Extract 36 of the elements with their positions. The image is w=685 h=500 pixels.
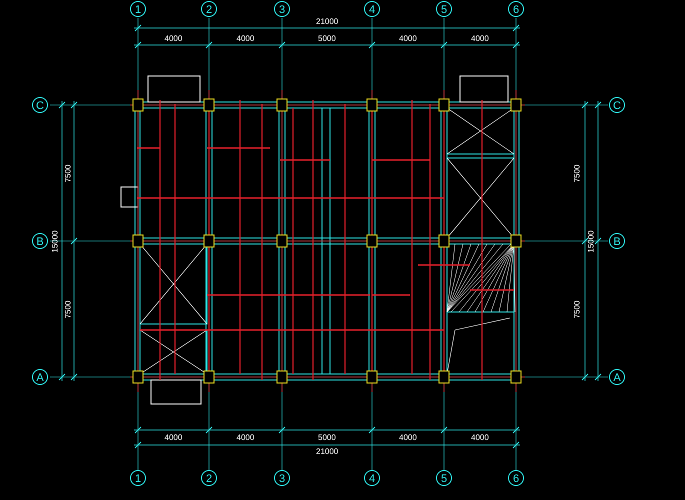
- dimension-value: 7500: [63, 300, 72, 318]
- axis-bubble: B: [32, 233, 48, 249]
- dimension-value: 21000: [316, 446, 338, 456]
- dimension-value: 7500: [572, 300, 582, 318]
- axis-bubble: 4: [364, 470, 380, 486]
- axis-bubble: B: [609, 233, 625, 249]
- axis-bubble: 2: [201, 470, 217, 486]
- axis-bubble: 6: [508, 1, 524, 17]
- dimension-value: 15000: [586, 230, 596, 252]
- axis-bubble: 1: [130, 470, 146, 486]
- dimension-value: 4000: [471, 432, 489, 442]
- dimension-value: 5000: [318, 34, 336, 42]
- dimension-value: 5000: [318, 432, 336, 442]
- dimension-value: 7500: [63, 164, 72, 182]
- dimension-value: 4000: [471, 34, 489, 42]
- dimension-value: 4000: [236, 432, 254, 442]
- axis-bubble: 2: [201, 1, 217, 17]
- axis-bubble: 3: [274, 1, 290, 17]
- dimension-value: 4000: [236, 34, 254, 42]
- axis-bubble: C: [609, 97, 625, 113]
- axis-bubble: 1: [130, 1, 146, 17]
- axis-bubble: 6: [508, 470, 524, 486]
- dimension-value: 4000: [399, 34, 417, 42]
- axis-bubble: A: [32, 369, 48, 385]
- axis-bubble: 5: [436, 1, 452, 17]
- dimension-value: 7500: [572, 164, 582, 182]
- axis-bubble: C: [32, 97, 48, 113]
- dimension-value: 15000: [50, 230, 60, 252]
- axis-bubble: 5: [436, 470, 452, 486]
- axis-bubble: A: [609, 369, 625, 385]
- dimension-value: 4000: [164, 432, 182, 442]
- axis-bubble: 4: [364, 1, 380, 17]
- dimension-value: 21000: [316, 16, 338, 26]
- dimension-value: 4000: [164, 34, 182, 42]
- axis-bubble: 3: [274, 470, 290, 486]
- dimension-value: 4000: [399, 432, 417, 442]
